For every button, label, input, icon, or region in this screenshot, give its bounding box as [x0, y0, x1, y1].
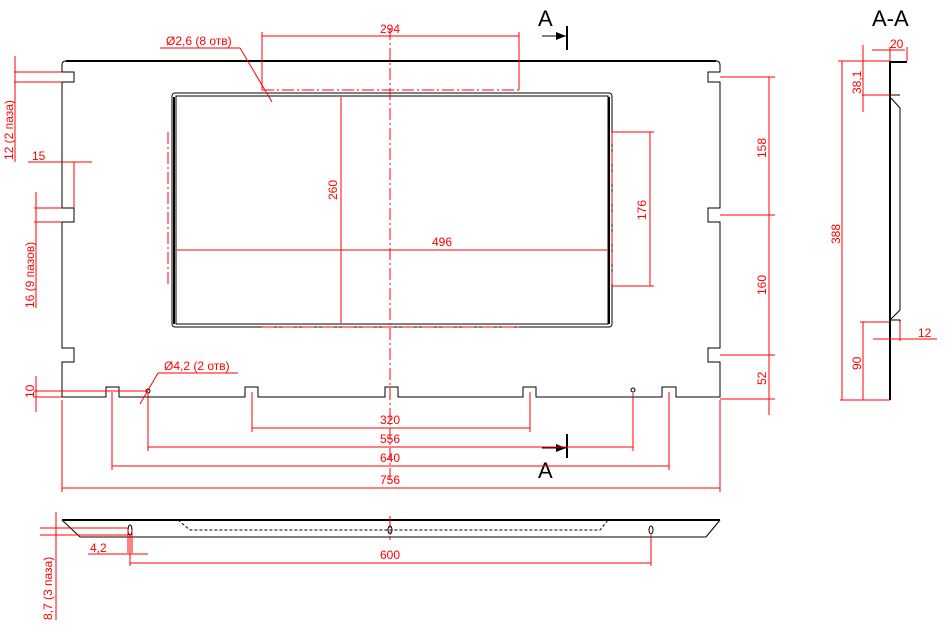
dimension-12-slots: 12 (2 паза) [2, 56, 62, 162]
window-outer [171, 92, 613, 328]
dimension-15: 15 [28, 149, 92, 208]
dimension-bottom-chain: 320 556 640 756 [61, 392, 721, 492]
dimension-right-chain: 158 160 52 [720, 76, 775, 415]
dimension-600: 600 [129, 535, 652, 566]
svg-text:90: 90 [850, 356, 864, 370]
svg-text:320: 320 [380, 413, 400, 427]
svg-text:8,7 (3 паза): 8,7 (3 паза) [41, 557, 55, 620]
svg-text:A: A [538, 6, 553, 31]
leader-hole-large: Ø4,2 (2 отв) [139, 359, 238, 405]
section-marker-bottom: A [538, 434, 568, 483]
svg-text:52: 52 [755, 371, 769, 385]
section-view: A-A 20 38,1 388 90 12 [829, 6, 937, 401]
svg-text:158: 158 [755, 138, 769, 158]
dimension-176: 176 [612, 131, 654, 287]
svg-text:12: 12 [918, 326, 932, 340]
svg-text:640: 640 [380, 451, 400, 465]
svg-text:756: 756 [380, 473, 400, 487]
svg-text:15: 15 [32, 149, 46, 163]
svg-text:294: 294 [380, 22, 400, 36]
svg-text:10: 10 [23, 384, 37, 398]
dimension-496: 496 [177, 235, 607, 251]
svg-text:12 (2 паза): 12 (2 паза) [2, 100, 16, 160]
plate-outline [61, 60, 721, 398]
svg-text:260: 260 [326, 180, 340, 200]
svg-text:4,2: 4,2 [90, 541, 107, 555]
svg-text:16 (9 пазов): 16 (9 пазов) [23, 242, 37, 308]
leader-hole-small: Ø2,6 (8 отв) [160, 34, 273, 103]
dimension-260: 260 [326, 97, 342, 323]
svg-text:160: 160 [755, 275, 769, 295]
svg-text:Ø4,2 (2 отв): Ø4,2 (2 отв) [164, 359, 230, 373]
svg-text:556: 556 [380, 432, 400, 446]
dimension-8-7-slots: 8,7 (3 паза) [40, 512, 128, 620]
dimension-294: 294 [261, 22, 520, 90]
svg-text:496: 496 [432, 235, 452, 249]
dimension-16-slots: 16 (9 пазов) [23, 192, 62, 308]
dimension-4-2: 4,2 [88, 530, 148, 555]
bottom-view [61, 516, 721, 540]
svg-text:176: 176 [635, 200, 649, 220]
svg-text:A-A: A-A [872, 6, 909, 31]
svg-text:Ø2,6 (8 отв): Ø2,6 (8 отв) [166, 34, 232, 48]
svg-text:38,1: 38,1 [850, 70, 864, 94]
dimension-10: 10 [23, 376, 148, 412]
window-inner [175, 95, 609, 325]
hole-icon [630, 387, 636, 393]
svg-text:A: A [538, 458, 553, 483]
svg-text:20: 20 [890, 37, 904, 51]
section-marker-top: A [538, 6, 568, 50]
svg-text:600: 600 [380, 548, 400, 562]
svg-text:388: 388 [829, 224, 843, 244]
